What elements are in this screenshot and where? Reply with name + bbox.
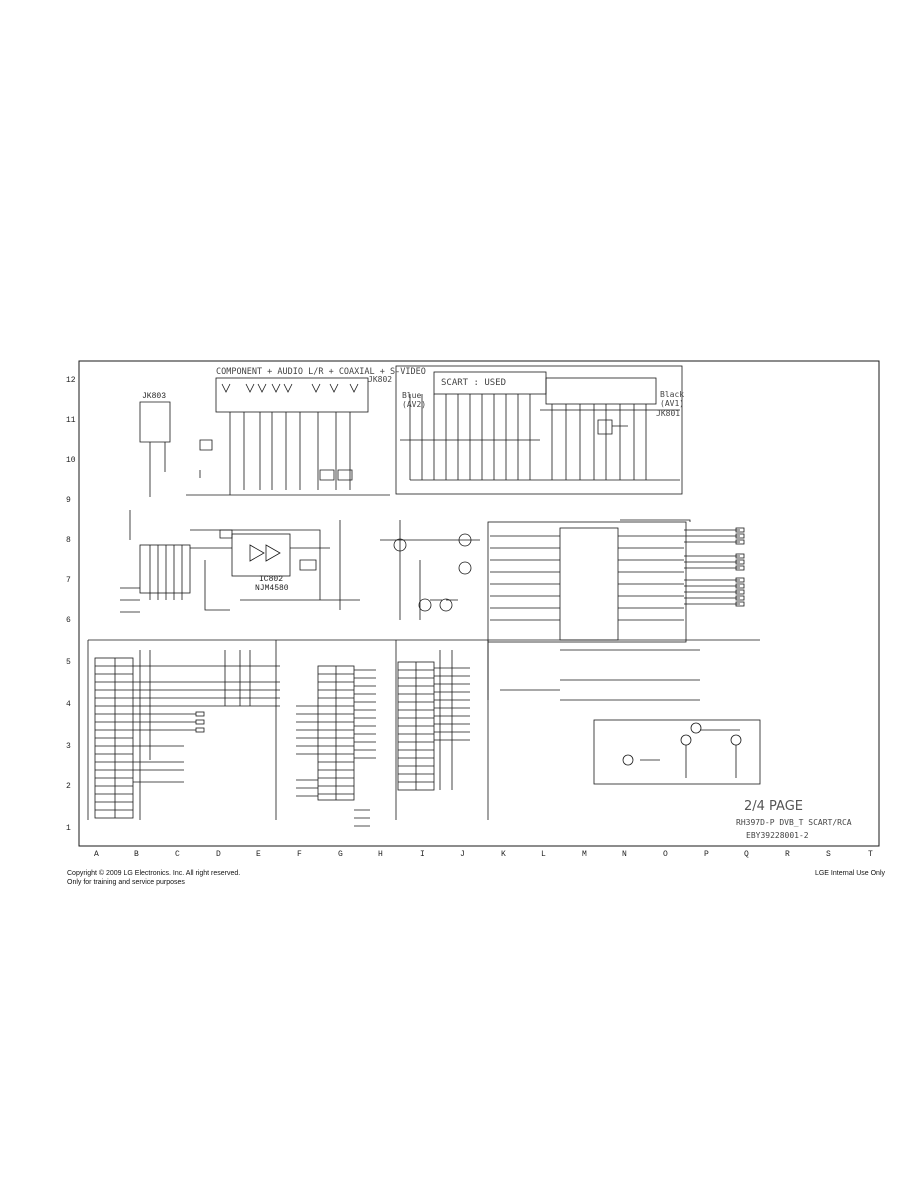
row-label: 5 (66, 658, 71, 667)
row-label: 1 (66, 824, 71, 833)
footer-right: LGE Internal Use Only (815, 869, 885, 878)
row-label: 2 (66, 782, 71, 791)
av2-label: (AV2) (402, 400, 426, 409)
component-connector-block: COMPONENT + AUDIO L/R + COAXIAL + S-VIDE… (139, 367, 426, 497)
column-label: F (297, 850, 302, 859)
ic802-block (120, 510, 360, 613)
internal-use-text: LGE Internal Use Only (814, 870, 885, 877)
row-label: 3 (66, 742, 71, 751)
column-label: S (826, 850, 831, 859)
column-label: C (175, 850, 180, 859)
row-label: 9 (66, 496, 71, 505)
column-label: N (622, 850, 627, 859)
column-label: P (704, 850, 709, 859)
lower-section (87, 639, 489, 827)
black-label: Black (660, 390, 684, 399)
page-title: 2/4 PAGE (744, 799, 803, 814)
jk801-label: JK801 (656, 409, 680, 418)
ic801-block (487, 519, 745, 643)
column-label: B (134, 850, 139, 859)
row-labels: 12 11 10 9 8 7 6 5 4 3 2 1 (66, 376, 76, 833)
column-label: M (582, 850, 587, 859)
footer-left: Copyright © 2009 LG Electronics. Inc. Al… (67, 869, 240, 887)
column-label: K (501, 850, 506, 859)
column-label: O (663, 850, 668, 859)
column-label: A (94, 850, 99, 859)
component-header-label: COMPONENT + AUDIO L/R + COAXIAL + S-VIDE… (216, 367, 426, 377)
part-number-label: EBY39228001-2 (746, 831, 809, 840)
jk802-label: JK802 (368, 375, 392, 384)
row-label: 12 (66, 376, 76, 385)
column-label: G (338, 850, 343, 859)
row-label: 7 (66, 576, 71, 585)
column-label: D (216, 850, 221, 859)
column-label: L (541, 850, 546, 859)
transistor-area (380, 520, 480, 620)
row-label: 11 (66, 416, 76, 425)
av1-label: (AV1) (660, 399, 684, 408)
row-label: 4 (66, 700, 71, 709)
output-block (487, 639, 761, 785)
column-label: Q (744, 850, 749, 859)
scart-block (395, 365, 683, 495)
sheet-frame (78, 360, 880, 847)
jk803-label: JK803 (142, 392, 166, 401)
blue-label: Blue (402, 391, 421, 400)
column-label: E (256, 850, 261, 859)
ic802-label: IC802 (259, 575, 283, 584)
row-label: 10 (66, 456, 76, 465)
column-label: R (785, 850, 790, 859)
column-label: T (868, 850, 873, 859)
model-label: RH397D-P DVB_T SCART/RCA (736, 818, 852, 827)
ic802-part-label: NJM4580 (255, 584, 289, 593)
row-label: 6 (66, 616, 71, 625)
column-labels: A B C D E F G H I J K L M N O P Q R S T (94, 850, 873, 859)
row-label: 8 (66, 536, 71, 545)
copyright-text: Copyright © 2009 LG Electronics. Inc. Al… (67, 870, 241, 877)
column-label: I (420, 850, 425, 859)
column-label: H (378, 850, 383, 859)
column-label: J (460, 850, 465, 859)
training-text: Only for training and service purposes (67, 879, 185, 886)
scart-used-label: SCART : USED (441, 378, 506, 388)
